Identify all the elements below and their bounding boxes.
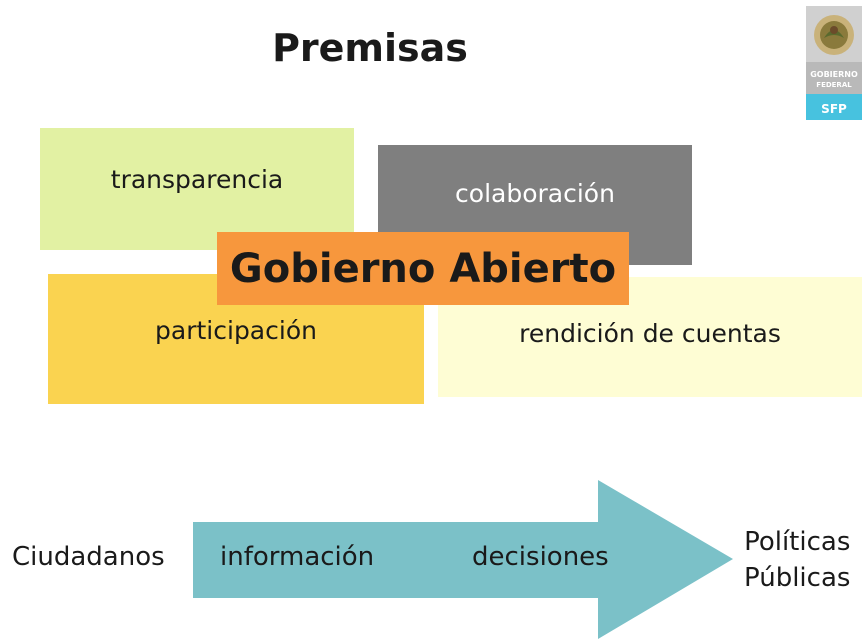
flow-start-label: Ciudadanos (12, 542, 165, 572)
gobierno-federal-logo: GOBIERNO FEDERAL SFP (806, 6, 862, 120)
logo-line2: FEDERAL (816, 81, 852, 89)
flow-step-informacion: información (220, 542, 375, 572)
colaboracion-label: colaboración (455, 178, 615, 208)
gobierno-abierto-label: Gobierno Abierto (217, 232, 629, 305)
rendicion-label: rendición de cuentas (519, 318, 781, 348)
flow-arrow (193, 480, 733, 643)
slide-title: Premisas (272, 26, 468, 70)
logo-badge: SFP (821, 102, 847, 116)
transparencia-box: transparencia (40, 128, 354, 250)
transparencia-label: transparencia (110, 164, 284, 194)
flow-end-line2: Públicas (744, 563, 851, 593)
flow-step-decisiones: decisiones (472, 542, 609, 572)
participacion-label: participación (155, 315, 317, 345)
logo-line1: GOBIERNO (810, 70, 858, 79)
flow-end-label: Políticas Públicas (744, 524, 850, 596)
flow-end-line1: Políticas (744, 527, 851, 557)
